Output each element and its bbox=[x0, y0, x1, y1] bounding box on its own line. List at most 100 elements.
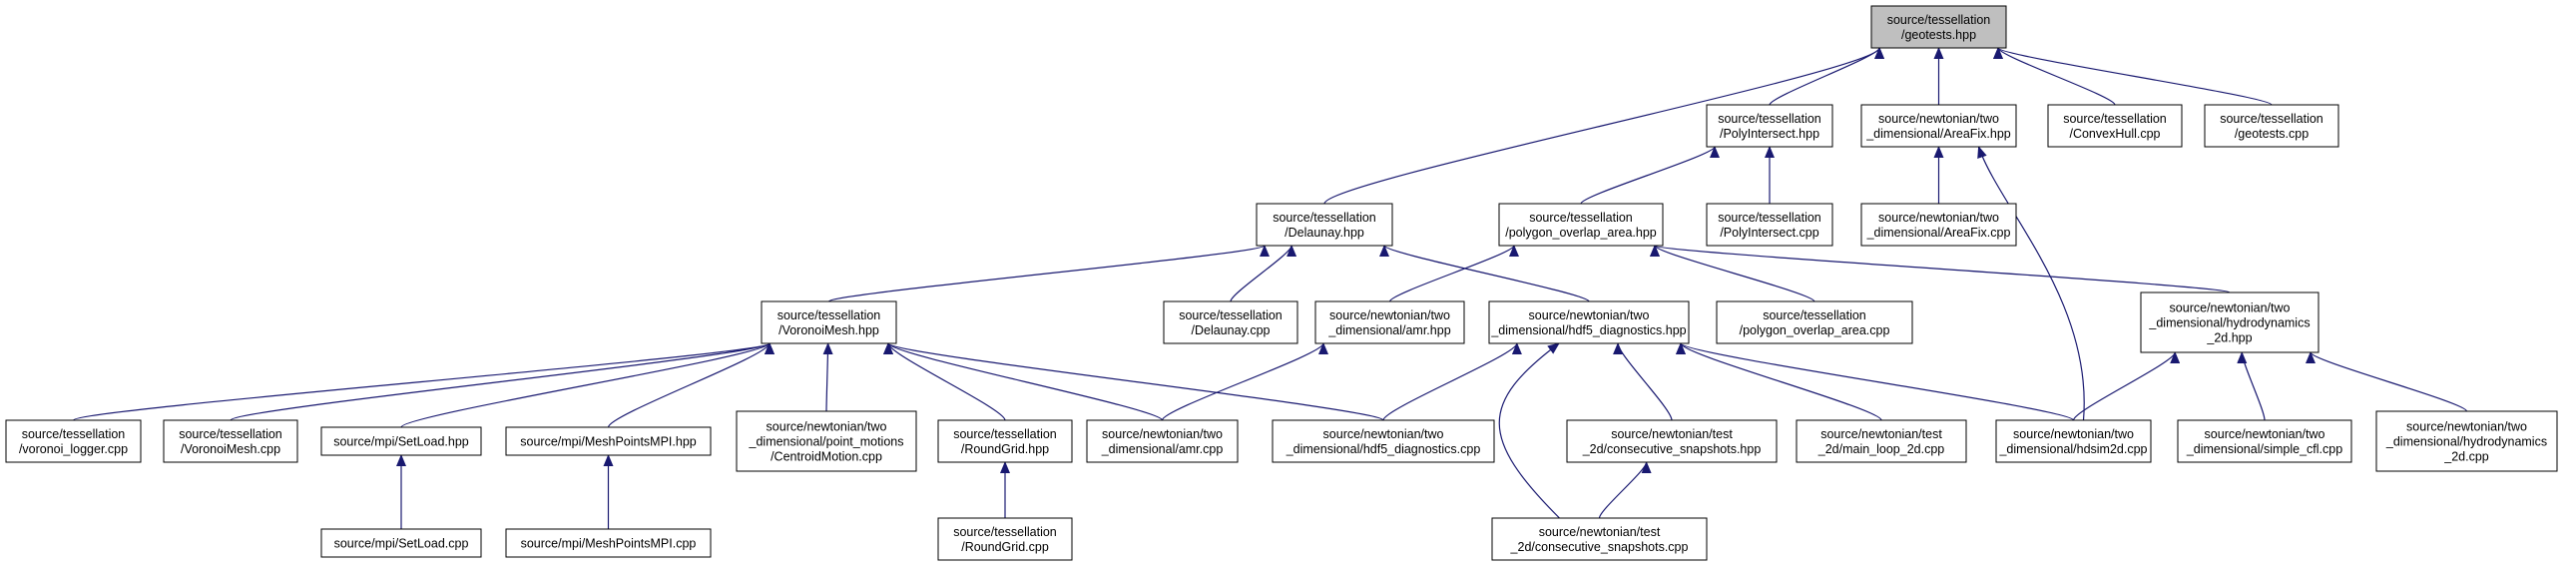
node-label-line: source/newtonian/two bbox=[2170, 301, 2291, 315]
node-polygon-overlap-cpp[interactable]: source/tessellation/polygon_overlap_area… bbox=[1716, 300, 1913, 344]
node-main-loop-cpp[interactable]: source/newtonian/test_2d/main_loop_2d.cp… bbox=[1796, 419, 1967, 463]
node-label-line: source/tessellation bbox=[1887, 13, 1991, 27]
node-box bbox=[1706, 203, 1833, 247]
node-label-line: source/newtonian/test bbox=[1820, 427, 1942, 441]
node-box bbox=[320, 528, 482, 558]
node-consec-snap-cpp[interactable]: source/newtonian/test_2d/consecutive_sna… bbox=[1491, 517, 1708, 561]
node-hydro2d-hpp[interactable]: source/newtonian/two_dimensional/hydrody… bbox=[2140, 291, 2319, 353]
node-polygon-overlap-hpp[interactable]: source/tessellation/polygon_overlap_area… bbox=[1498, 203, 1664, 247]
node-label-line: source/tessellation bbox=[1529, 211, 1633, 225]
node-hydro2d-cpp[interactable]: source/newtonian/two_dimensional/hydrody… bbox=[2375, 410, 2558, 472]
node-convexhull-cpp[interactable]: source/tessellation/ConvexHull.cpp bbox=[2047, 104, 2183, 148]
node-meshpointsmpi-hpp[interactable]: source/mpi/MeshPointsMPI.hpp bbox=[505, 426, 712, 456]
node-areafix-cpp[interactable]: source/newtonian/two_dimensional/AreaFix… bbox=[1860, 203, 2017, 247]
node-polyintersect-hpp[interactable]: source/tessellation/PolyIntersect.hpp bbox=[1706, 104, 1833, 148]
edge-roundgrid-hpp-to-voronoimesh-hpp bbox=[883, 342, 1006, 421]
node-label-line: _dimensional/hdf5_diagnostics.cpp bbox=[1286, 442, 1481, 456]
node-polyintersect-cpp[interactable]: source/tessellation/PolyIntersect.cpp bbox=[1706, 203, 1833, 247]
node-voronoi-logger-cpp[interactable]: source/tessellation/voronoi_logger.cpp bbox=[5, 419, 142, 463]
node-setload-hpp[interactable]: source/mpi/SetLoad.hpp bbox=[320, 426, 482, 456]
node-label-line: /geotests.hpp bbox=[1901, 28, 1976, 42]
edge-delaunay-cpp-to-delaunay-hpp bbox=[1230, 245, 1297, 302]
node-label-line: source/newtonian/two bbox=[1878, 112, 1999, 126]
node-label-line: source/newtonian/two bbox=[1878, 211, 1999, 225]
node-label-line: _dimensional/AreaFix.hpp bbox=[1865, 127, 2011, 141]
edge-simple-cfl-cpp-to-hydro2d-hpp bbox=[2237, 351, 2266, 421]
node-box bbox=[1488, 300, 1690, 344]
node-label-line: _2d/main_loop_2d.cpp bbox=[1817, 442, 1945, 456]
node-roundgrid-hpp[interactable]: source/tessellation/RoundGrid.hpp bbox=[937, 419, 1073, 463]
node-label-line: /VoronoiMesh.hpp bbox=[778, 323, 879, 337]
node-box bbox=[1272, 419, 1495, 463]
node-label-line: source/tessellation bbox=[1763, 308, 1866, 322]
node-label-line: source/newtonian/two bbox=[2205, 427, 2325, 441]
edge-meshpointsmpi-hpp-to-voronoimesh-hpp bbox=[607, 342, 774, 428]
node-hdf5-diag-cpp[interactable]: source/newtonian/two_dimensional/hdf5_di… bbox=[1272, 419, 1495, 463]
edge-voronoimesh-cpp-to-voronoimesh-hpp bbox=[230, 342, 774, 421]
node-label-line: source/tessellation bbox=[179, 427, 282, 441]
node-amr-hpp[interactable]: source/newtonian/two_dimensional/amr.hpp bbox=[1314, 300, 1465, 344]
node-box bbox=[1706, 104, 1833, 148]
edge-polyintersect-hpp-to-geotests-hpp bbox=[1769, 47, 1885, 106]
node-box bbox=[2204, 104, 2339, 148]
node-consec-snap-hpp[interactable]: source/newtonian/test_2d/consecutive_sna… bbox=[1566, 419, 1778, 463]
node-label-line: source/newtonian/two bbox=[767, 420, 887, 434]
node-areafix-hpp[interactable]: source/newtonian/two_dimensional/AreaFix… bbox=[1860, 104, 2017, 148]
node-label-line: /voronoi_logger.cpp bbox=[19, 442, 128, 456]
node-label-line: _dimensional/hydrodynamics bbox=[2148, 316, 2310, 330]
node-simple-cfl-cpp[interactable]: source/newtonian/two_dimensional/simple_… bbox=[2177, 419, 2352, 463]
node-label-line: /CentroidMotion.cpp bbox=[771, 450, 882, 464]
node-voronoimesh-cpp[interactable]: source/tessellation/VoronoiMesh.cpp bbox=[163, 419, 298, 463]
node-label-line: source/newtonian/test bbox=[1539, 525, 1661, 539]
node-box bbox=[2047, 104, 2183, 148]
node-voronoimesh-hpp[interactable]: source/tessellation/VoronoiMesh.hpp bbox=[761, 300, 897, 344]
node-box bbox=[1314, 300, 1465, 344]
node-label-line: _2d/consecutive_snapshots.hpp bbox=[1582, 442, 1762, 456]
node-label-line: _2d.cpp bbox=[2443, 450, 2489, 464]
edge-main-loop-cpp-to-hdf5-diag-hpp bbox=[1676, 342, 1882, 421]
node-box bbox=[761, 300, 897, 344]
node-box bbox=[1498, 203, 1664, 247]
node-delaunay-hpp[interactable]: source/tessellation/Delaunay.hpp bbox=[1256, 203, 1393, 247]
node-label-line: source/tessellation bbox=[1718, 211, 1821, 225]
edge-hdsim2d-cpp-to-hydro2d-hpp bbox=[2072, 351, 2181, 421]
node-amr-cpp[interactable]: source/newtonian/two_dimensional/amr.cpp bbox=[1086, 419, 1239, 463]
node-label-line: _dimensional/point_motions bbox=[749, 435, 904, 449]
node-label-line: source/newtonian/two bbox=[1529, 308, 1650, 322]
node-label-line: source/tessellation bbox=[1179, 308, 1283, 322]
node-label-line: _dimensional/hdsim2d.cpp bbox=[1998, 442, 2147, 456]
node-label-line: _dimensional/amr.hpp bbox=[1327, 323, 1450, 337]
node-box bbox=[1870, 5, 2007, 49]
edge-geotests-cpp-to-geotests-hpp bbox=[1993, 47, 2273, 106]
node-geotests-cpp[interactable]: source/tessellation/geotests.cpp bbox=[2204, 104, 2339, 148]
node-meshpointsmpi-cpp[interactable]: source/mpi/MeshPointsMPI.cpp bbox=[505, 528, 712, 558]
node-box bbox=[2140, 291, 2319, 353]
node-box bbox=[736, 410, 917, 472]
node-label-line: _2d.hpp bbox=[2206, 331, 2252, 345]
node-label-line: source/tessellation bbox=[22, 427, 126, 441]
edge-setload-hpp-to-voronoimesh-hpp bbox=[400, 342, 774, 428]
edge-consec-snap-cpp-to-consec-snap-hpp bbox=[1598, 461, 1652, 519]
node-label-line: _2d/consecutive_snapshots.cpp bbox=[1510, 540, 1689, 554]
edge-amr-cpp-to-amr-hpp bbox=[1161, 342, 1328, 421]
node-setload-cpp[interactable]: source/mpi/SetLoad.cpp bbox=[320, 528, 482, 558]
node-label-line: /RoundGrid.hpp bbox=[961, 442, 1049, 456]
node-centroidmotion-cpp[interactable]: source/newtonian/two_dimensional/point_m… bbox=[736, 410, 917, 472]
node-label-line: /geotests.cpp bbox=[2235, 127, 2309, 141]
edge-consec-snap-hpp-to-hdf5-diag-hpp bbox=[1613, 342, 1673, 421]
node-delaunay-cpp[interactable]: source/tessellation/Delaunay.cpp bbox=[1163, 300, 1298, 344]
node-box bbox=[1796, 419, 1967, 463]
node-label-line: source/newtonian/two bbox=[2013, 427, 2134, 441]
node-box bbox=[1995, 419, 2152, 463]
edge-hdsim2d-cpp-to-hdf5-diag-hpp bbox=[1676, 342, 2075, 421]
node-label-line: /polygon_overlap_area.hpp bbox=[1505, 226, 1657, 240]
node-hdf5-diag-hpp[interactable]: source/newtonian/two_dimensional/hdf5_di… bbox=[1488, 300, 1690, 344]
node-roundgrid-cpp[interactable]: source/tessellation/RoundGrid.cpp bbox=[937, 517, 1073, 561]
node-label-line: _dimensional/hydrodynamics bbox=[2385, 435, 2547, 449]
node-box bbox=[937, 517, 1073, 561]
node-label-line: /Delaunay.cpp bbox=[1192, 323, 1271, 337]
edge-convexhull-cpp-to-geotests-hpp bbox=[1993, 47, 2116, 106]
node-hdsim2d-cpp[interactable]: source/newtonian/two_dimensional/hdsim2d… bbox=[1995, 419, 2152, 463]
